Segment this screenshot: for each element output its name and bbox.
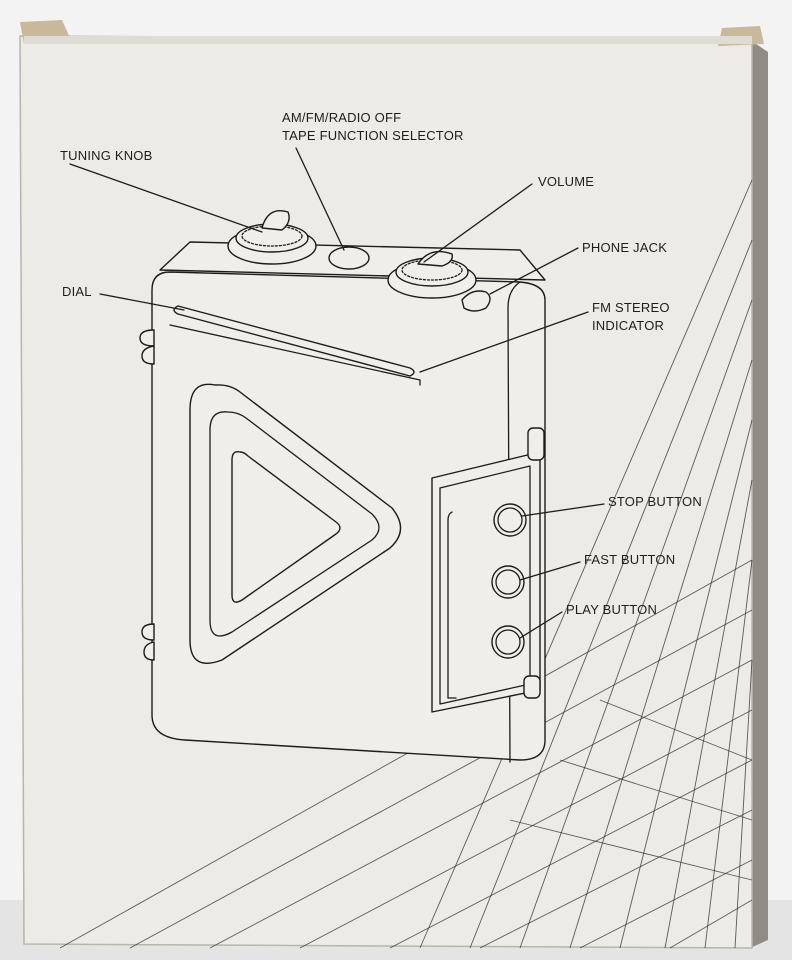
door-hinge-bottom [523, 675, 541, 699]
belt-clip-bottom [141, 623, 155, 641]
box-top-edge [24, 36, 752, 44]
tuning-knob [227, 210, 317, 265]
door-hinge-top [527, 427, 545, 461]
stop-button [493, 503, 527, 537]
label-dial: DIAL [62, 284, 92, 299]
label-selector-line2: TAPE FUNCTION SELECTOR [282, 128, 464, 143]
label-phone-jack: PHONE JACK [582, 240, 667, 255]
label-play-button: PLAY BUTTON [566, 602, 657, 617]
belt-clip-top [139, 329, 155, 347]
label-fm-stereo-line1: FM STEREO [592, 300, 670, 315]
cassette-player-drawing [139, 210, 546, 763]
callout-labels: TUNING KNOB AM/FM/RADIO OFF TAPE FUNCTIO… [60, 110, 702, 617]
label-volume: VOLUME [538, 174, 594, 189]
volume-knob [387, 250, 477, 299]
label-fast-button: FAST BUTTON [584, 552, 675, 567]
label-stop-button: STOP BUTTON [608, 494, 702, 509]
play-button [491, 625, 525, 659]
box-side-face [750, 40, 768, 948]
perspective-grid [59, 179, 753, 949]
fast-button [491, 565, 525, 599]
label-selector-line1: AM/FM/RADIO OFF [282, 110, 401, 125]
function-selector-button [328, 246, 370, 270]
callout-lines [69, 147, 605, 639]
phone-jack [461, 290, 491, 312]
cassette-window-inner [231, 450, 341, 603]
label-fm-stereo-line2: INDICATOR [592, 318, 664, 333]
label-tuning-knob: TUNING KNOB [60, 148, 152, 163]
